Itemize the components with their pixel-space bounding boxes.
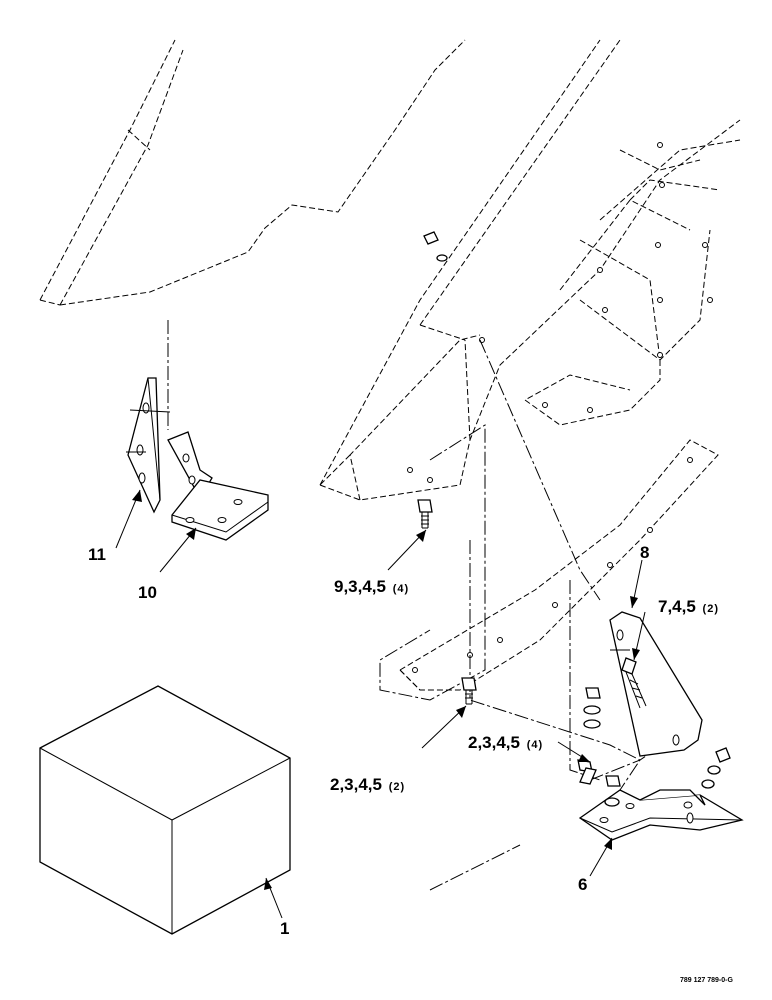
callout-7-parts: 7,4,5: [658, 597, 696, 616]
part-10-bracket: [167, 431, 269, 541]
fastener-stack-lower: [604, 775, 621, 807]
fastener-stack-right: [701, 747, 731, 789]
callout-2-upper: 2,3,4,5 (4): [468, 733, 543, 752]
callout-11: 11: [88, 545, 106, 564]
part-1-box: [39, 685, 291, 935]
callout-2-upper-parts: 2,3,4,5: [468, 733, 520, 752]
callout-2-lower-qty: (2): [389, 781, 405, 793]
part-6-bracket: [578, 789, 744, 841]
part-11-plate: [126, 377, 171, 514]
fastener-bolt-upper: [423, 231, 448, 262]
callout-6: 6: [578, 875, 587, 894]
callout-9-qty: (4): [393, 583, 409, 595]
callout-8: 8: [640, 543, 649, 562]
callout-9: 9,3,4,5 (4): [334, 577, 409, 596]
fastener-bolt-9: [417, 499, 433, 529]
callout-2-lower: 2,3,4,5 (2): [330, 775, 405, 794]
callout-9-parts: 9,3,4,5: [334, 577, 386, 596]
phantom-frame-left: [39, 39, 466, 306]
callout-2-lower-parts: 2,3,4,5: [330, 775, 382, 794]
fastener-stack-middle: [577, 687, 601, 785]
callout-2-upper-qty: (4): [527, 739, 543, 751]
part-8-plate: [609, 611, 703, 757]
reference-code: 789 127 789-0-G: [680, 977, 733, 984]
phantom-frame-right: [319, 39, 741, 501]
callout-10: 10: [138, 583, 157, 602]
callout-7-qty: (2): [703, 603, 719, 615]
callout-7: 7,4,5 (2): [658, 597, 719, 616]
fastener-bolt-2-left: [461, 677, 477, 705]
callout-1: 1: [280, 919, 289, 938]
fastener-bolt-7: [621, 657, 647, 709]
leader-lines: [115, 489, 646, 919]
phantom-strap: [399, 439, 719, 691]
